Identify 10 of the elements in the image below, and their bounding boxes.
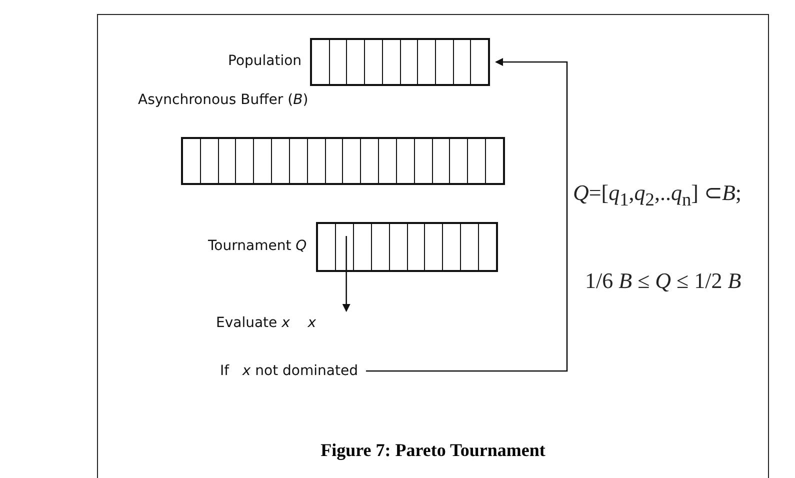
formula-text: Q=[q$_{1}$,q$_{2}$,..q$_{n}$] ⊂B; <box>573 180 742 210</box>
step-text: If x not dominated <box>220 363 358 379</box>
arrow <box>366 58 568 372</box>
formula-text: 1/6 B ≤ Q ≤ 1/2 B <box>585 268 742 294</box>
array-label: Asynchronous Buffer (B) <box>138 92 308 108</box>
arrow <box>342 236 350 312</box>
figure-caption: Figure 7: Pareto Tournament <box>320 440 546 461</box>
array-label: Population <box>228 53 302 69</box>
array-label: Tournament Q <box>208 238 307 254</box>
step-text: Evaluate x x <box>216 315 316 331</box>
